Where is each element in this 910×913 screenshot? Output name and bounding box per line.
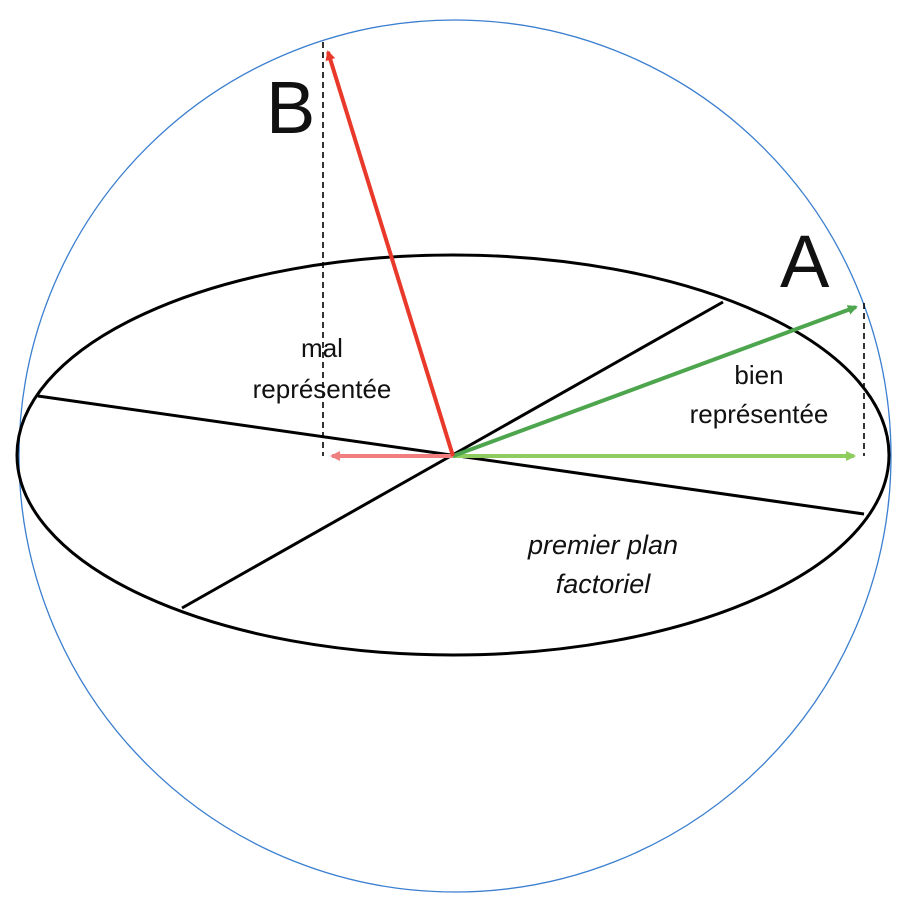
label-poor-line2: représentée [253,374,392,404]
label-well-line2: représentée [690,399,829,429]
label-plane-line2: factoriel [556,569,652,599]
label-plane-line1: premier plan [527,530,678,560]
sphere-outline [18,19,892,893]
vector-b-arrow [325,50,455,457]
label-point-b: B [266,66,315,149]
vector-a-arrow [452,305,858,458]
label-poor-line1: mal [301,333,343,363]
label-well-line1: bien [734,360,783,390]
label-point-a: A [780,220,830,303]
factorial-plane [15,253,891,657]
